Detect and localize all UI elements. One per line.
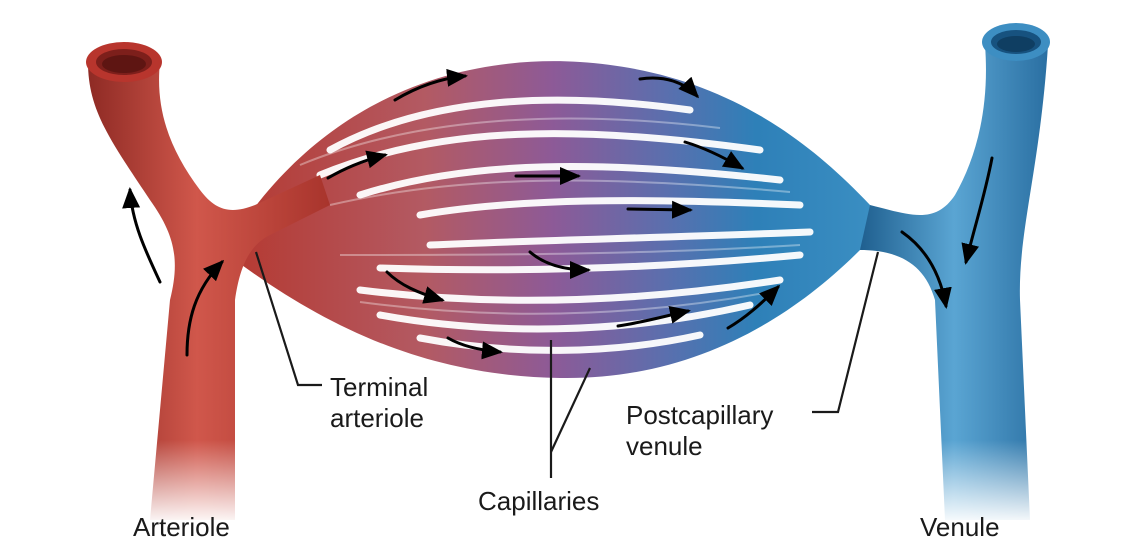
venule-label: Venule — [920, 512, 1000, 542]
flow-arrow — [446, 336, 503, 360]
terminal-arteriole-label-line1: Terminal — [330, 372, 429, 402]
venule-vessel — [860, 23, 1050, 525]
flow-arrow — [385, 270, 445, 304]
capillaries-leader — [550, 367, 591, 453]
flow-arrow — [900, 230, 952, 309]
terminal-arteriole-leader — [254, 251, 322, 387]
flow-arrows — [122, 68, 994, 360]
flow-arrow — [393, 68, 468, 102]
flow-arrow — [185, 259, 225, 357]
flow-arrow — [961, 156, 994, 265]
flow-arrow — [616, 306, 691, 328]
flow-arrow — [326, 150, 388, 180]
flow-arrow — [122, 187, 162, 284]
flow-arrow — [626, 200, 693, 219]
postcapillary-venule-label: Postcapillary venule — [626, 400, 773, 462]
leader-lines — [254, 251, 880, 478]
flow-arrow — [638, 76, 700, 99]
arteriole-label: Arteriole — [133, 512, 230, 542]
arteriole-vessel — [86, 42, 330, 525]
flow-arrow — [528, 250, 591, 279]
capillary-bed — [235, 61, 870, 379]
capillaries-label: Capillaries — [478, 486, 600, 516]
terminal-arteriole-label: Terminal arteriole — [330, 372, 428, 434]
flow-arrow — [726, 284, 781, 330]
terminal-arteriole-label-line2: arteriole — [330, 403, 424, 433]
postcapillary-venule-label-line2: venule — [626, 431, 703, 461]
flow-arrow — [683, 140, 745, 170]
postcapillary-venule-label-line1: Postcapillary — [626, 400, 774, 430]
postcapillary-venule-leader — [812, 251, 880, 414]
